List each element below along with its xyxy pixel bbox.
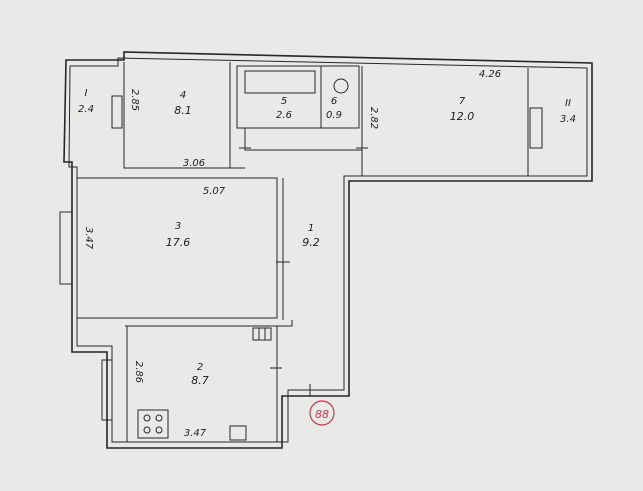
dim-r2-width: 3.47 <box>184 428 207 439</box>
room-4-area: 8.1 <box>174 104 192 117</box>
dim-r3-width: 5.07 <box>203 186 226 197</box>
room-4-number: 4 <box>180 90 186 101</box>
room-3-area: 17.6 <box>166 236 191 249</box>
balcony-2-area: 3.4 <box>560 114 576 125</box>
room-2-number: 2 <box>197 362 203 373</box>
room-3-number: 3 <box>175 221 181 232</box>
room-labels: 4 8.1 5 2.6 6 0.9 7 12.0 3 17.6 1 9.2 2 … <box>78 88 576 387</box>
stamp-circle <box>309 400 335 426</box>
dim-r3-height: 3.47 <box>83 227 94 250</box>
dim-r7-width: 4.26 <box>479 69 501 80</box>
room-7-number: 7 <box>459 96 466 107</box>
dim-r4-width: 3.06 <box>183 158 205 169</box>
dimension-labels: 2.85 3.06 5.07 3.47 2.86 3.47 4.26 2.82 <box>83 69 501 439</box>
room-2-area: 8.7 <box>191 374 209 387</box>
dim-r4-height: 2.85 <box>129 89 140 111</box>
room-1-number: 1 <box>308 223 314 234</box>
room-7-area: 12.0 <box>450 110 475 123</box>
stamp: 88 <box>309 400 335 426</box>
balcony-1-area: 2.4 <box>78 104 94 115</box>
dim-r2-height: 2.86 <box>133 361 144 383</box>
balcony-2-number: II <box>565 98 571 109</box>
interior-walls <box>59 62 543 442</box>
room-5-area: 2.6 <box>276 110 292 121</box>
room-1-area: 9.2 <box>302 236 320 249</box>
dim-r7-height: 2.82 <box>368 107 379 129</box>
room-5-number: 5 <box>281 96 287 107</box>
stamp-number: 88 <box>315 408 329 421</box>
balcony-1-number: I <box>85 88 88 99</box>
room-6-area: 0.9 <box>326 110 342 121</box>
room-6-number: 6 <box>331 96 337 107</box>
